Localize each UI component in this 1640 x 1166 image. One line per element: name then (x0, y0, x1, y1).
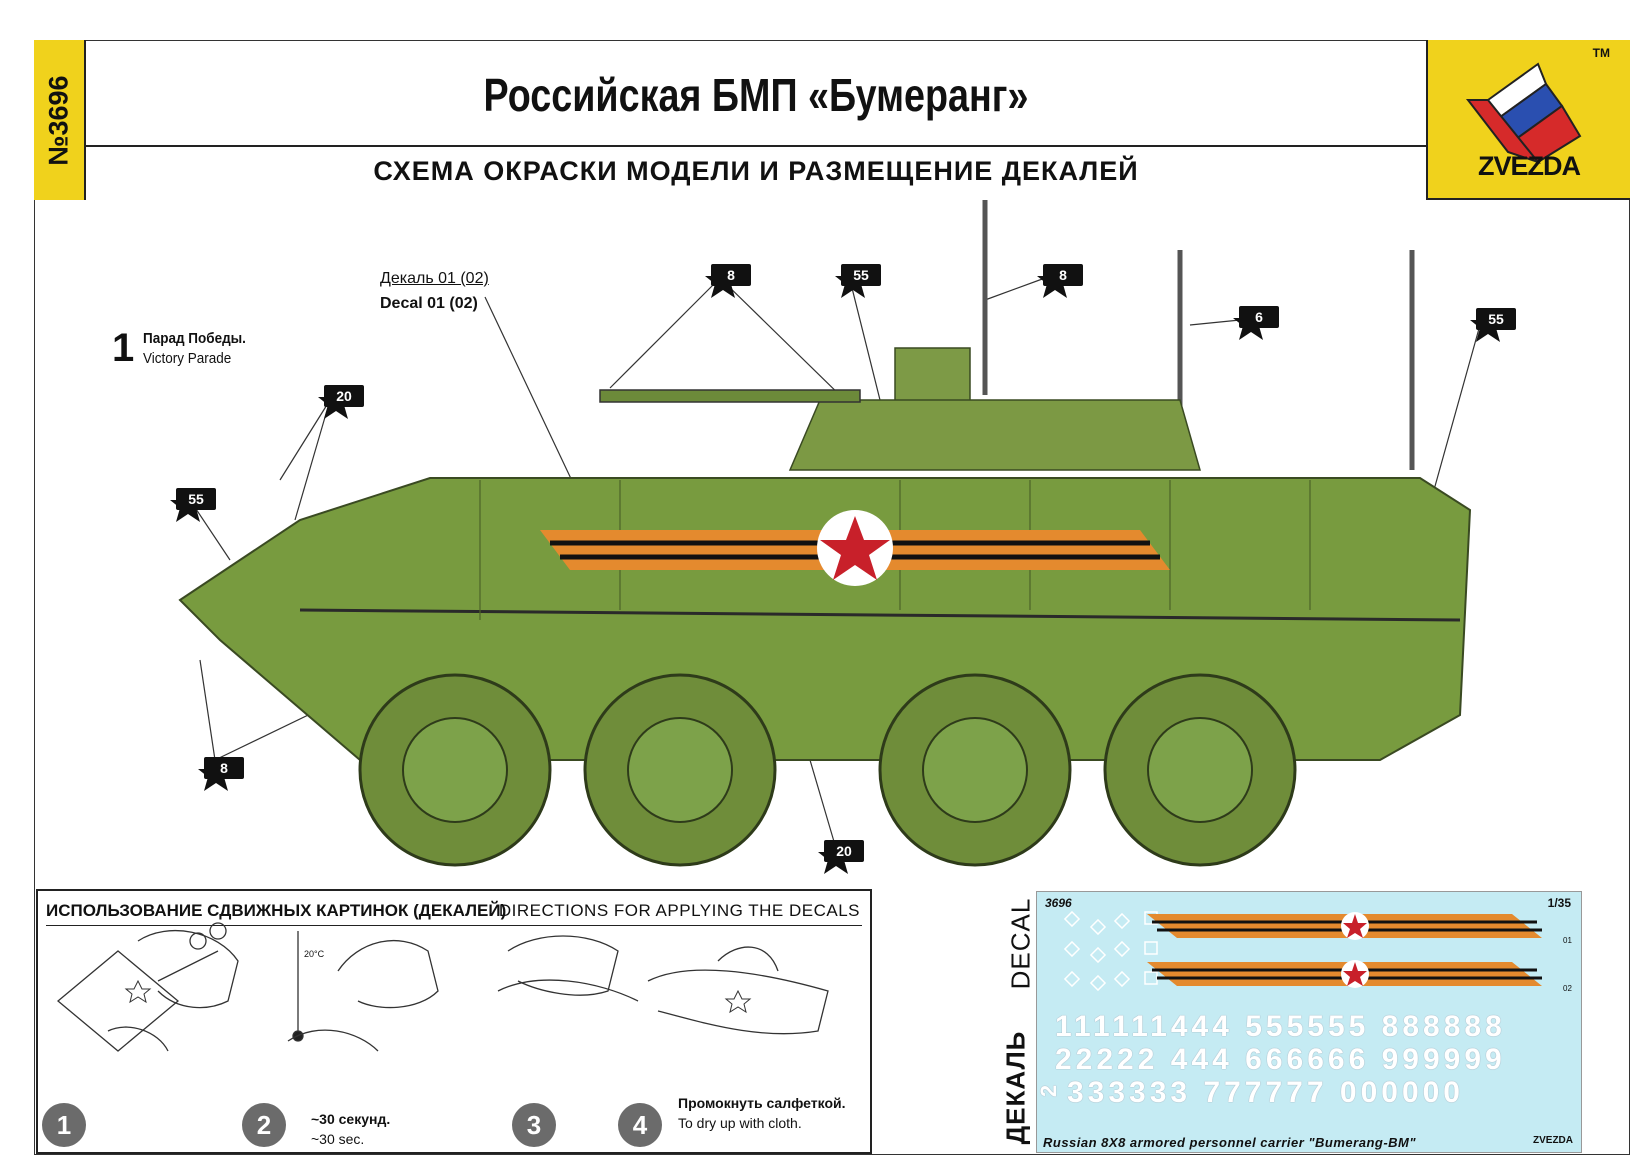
callout-number: 6 (1239, 306, 1279, 328)
page-subtitle: СХЕМА ОКРАСКИ МОДЕЛИ И РАЗМЕЩЕНИЕ ДЕКАЛЕ… (373, 156, 1139, 186)
step-4-text-ru: Промокнуть салфеткой. (678, 1095, 846, 1111)
catalog-number: №3696 (43, 74, 74, 166)
page-title: Российская БМП «Бумеранг» (483, 69, 1029, 121)
decal-artwork (1063, 910, 1542, 992)
directions-divider (46, 925, 862, 926)
directions-title-ru: ИСПОЛЬЗОВАНИЕ СДВИЖНЫХ КАРТИНОК (ДЕКАЛЕЙ… (46, 901, 507, 920)
decal-label-ru: Декаль 01 (02) (380, 270, 489, 287)
callout-star: 55 (170, 488, 216, 524)
header-divider (86, 145, 1426, 147)
decal-sheet: 3696 1/35 01 (1036, 891, 1582, 1153)
directions-title-en: DIRECTIONS FOR APPLYING THE DECALS (498, 901, 860, 920)
zvezda-logo: TM ZVEZDA (1426, 40, 1630, 200)
callout-star: 55 (835, 264, 881, 300)
callout-number: 8 (204, 757, 244, 779)
decal-sheet-caption: Russian 8X8 armored personnel carrier "B… (1043, 1135, 1417, 1150)
stripe-tag-02: 02 (1563, 984, 1572, 993)
step-2-text-ru: ~30 секунд. (311, 1111, 391, 1127)
scheme-name-en: Victory Parade (143, 350, 232, 367)
step-1-badge: 1 (42, 1103, 86, 1147)
callout-star: 8 (1037, 264, 1083, 300)
decal-number-row-3: 333333 777777 000000 (1067, 1076, 1464, 1109)
decal-sheet-brand: ZVEZDA (1533, 1135, 1573, 1146)
decal-directions-panel: ИСПОЛЬЗОВАНИЕ СДВИЖНЫХ КАРТИНОК (ДЕКАЛЕЙ… (36, 889, 872, 1154)
logo-brand-text: ZVEZDA (1478, 151, 1581, 181)
callout-number: 20 (824, 840, 864, 862)
decal-row-prefix: 2 (1036, 1080, 1062, 1098)
decal-number-row-2: 22222 444 666666 999999 (1055, 1043, 1506, 1076)
callout-number: 8 (1043, 264, 1083, 286)
callout-star: 6 (1233, 306, 1279, 342)
step-2-text-en: ~30 sec. (311, 1131, 365, 1147)
decal-number-row-1: 111111444 555555 888888 (1055, 1010, 1506, 1043)
flag-star-icon (1465, 62, 1582, 165)
callout-star: 8 (705, 264, 751, 300)
trademark-mark: TM (1592, 46, 1610, 60)
catalog-number-tab: №3696 (34, 40, 86, 200)
callout-number: 55 (841, 264, 881, 286)
step-2-badge: 2 (242, 1103, 286, 1147)
step-4-badge: 4 (618, 1103, 662, 1147)
decal-sheet-scale: 1/35 (1547, 896, 1571, 910)
callout-star: 20 (318, 385, 364, 421)
decal-label-en: Decal 01 (02) (380, 295, 478, 312)
stripe-tag-01: 01 (1563, 936, 1572, 945)
decal-side-label-ru: ДЕКАЛЬ (1000, 1030, 1031, 1145)
callout-star: 55 (1470, 308, 1516, 344)
scheme-number: 1 (112, 326, 135, 370)
callout-number: 8 (711, 264, 751, 286)
decal-side-label-en: DECAL (1005, 897, 1036, 990)
step-illustrations (56, 922, 829, 1052)
step-4-text-en: To dry up with cloth. (678, 1115, 802, 1131)
callout-star: 8 (198, 757, 244, 793)
callout-star: 20 (818, 840, 864, 876)
step-3-badge: 3 (512, 1103, 556, 1147)
decal-sheet-code: 3696 (1045, 896, 1072, 910)
callout-number: 55 (1476, 308, 1516, 330)
decal-sheet-side-labels: DECAL ДЕКАЛЬ (995, 892, 1035, 1154)
thermometer-label: 20°C (304, 949, 325, 959)
callout-number: 55 (176, 488, 216, 510)
scheme-name-ru: Парад Победы. (143, 330, 246, 347)
callout-number: 20 (324, 385, 364, 407)
